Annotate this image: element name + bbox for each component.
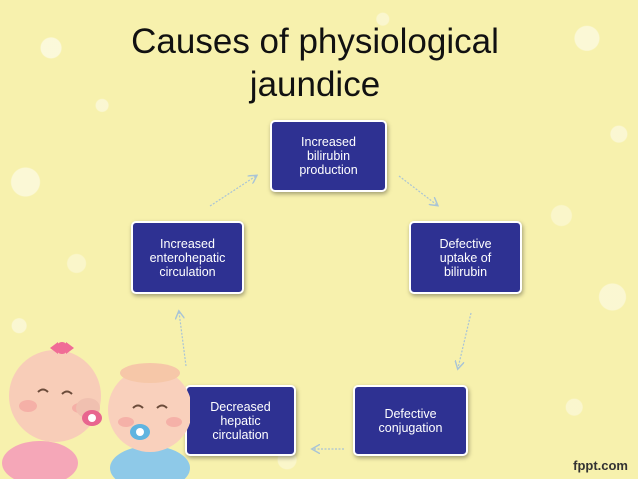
babies-illustration xyxy=(2,342,190,479)
node-defective-uptake: Defective uptake of bilirubin xyxy=(409,221,522,294)
fppt-logo: fppt.com xyxy=(573,458,628,473)
arrow-right-to-bottom-right xyxy=(458,312,472,368)
node-decreased-hepatic-circulation: Decreased hepatic circulation xyxy=(185,385,296,456)
node-increased-enterohepatic-circulation: Increased enterohepatic circulation xyxy=(131,221,244,294)
node-defective-conjugation: Defective conjugation xyxy=(353,385,468,456)
arrow-top-to-right xyxy=(398,175,437,205)
arrow-left-to-top xyxy=(209,176,256,207)
node-increased-bilirubin-production: Increased bilirubin production xyxy=(270,120,387,192)
slide-title: Causes of physiological jaundice xyxy=(131,22,499,104)
